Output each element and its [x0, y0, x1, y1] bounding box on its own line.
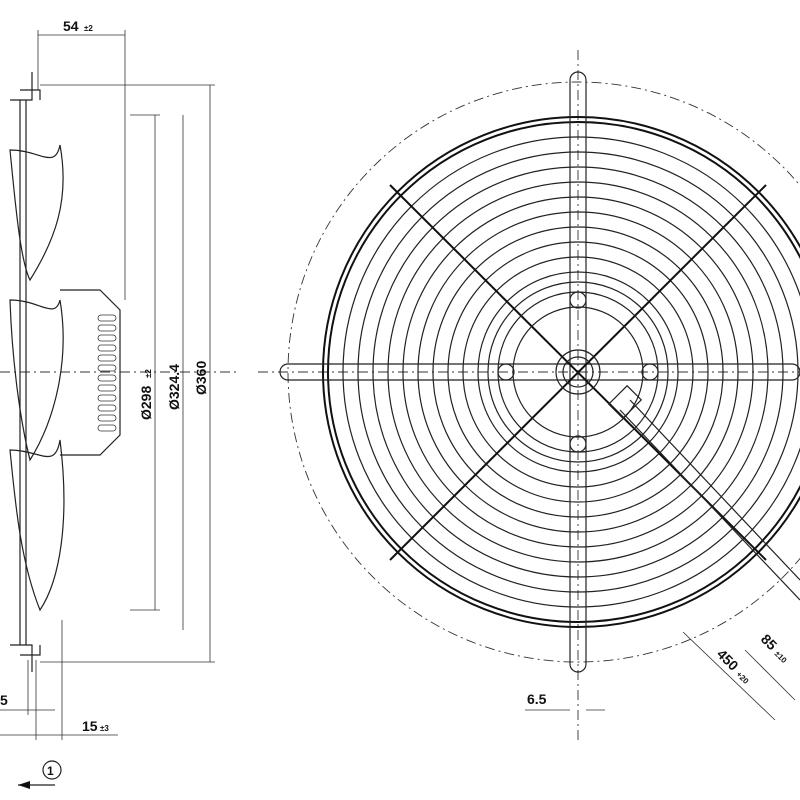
hole-label: 6.5 — [527, 691, 547, 707]
motor-rib — [97, 354, 117, 362]
cable-length-label: 450 — [714, 646, 742, 674]
motor-rib — [97, 364, 117, 372]
motor-rib — [97, 414, 117, 422]
guard-ring — [327, 121, 800, 623]
motor-rib — [97, 394, 117, 402]
flange-label: 5 — [0, 692, 8, 708]
motor-rib — [97, 314, 117, 322]
d-inner-label: Ø298 — [138, 386, 154, 420]
d-inner-tol: ±2 — [144, 369, 153, 378]
motor-rib — [97, 424, 117, 432]
guard-ring — [372, 166, 784, 578]
front-view — [258, 50, 800, 740]
d-ring-label: Ø324.4 — [166, 364, 182, 410]
view-marker-circle — [42, 760, 62, 780]
motor-rib — [97, 404, 117, 412]
motor-rib — [97, 374, 117, 382]
guard-ring — [417, 211, 739, 533]
depth-label: 54 — [63, 18, 79, 34]
guard-ring — [402, 196, 754, 548]
guard-ring — [447, 241, 709, 503]
cable-strip-tol: ±10 — [773, 649, 789, 665]
guard-ring — [432, 226, 724, 518]
offset-label: 15 — [82, 718, 98, 734]
motor-rib — [97, 384, 117, 392]
guard-ring — [342, 136, 800, 608]
d-outer-label: Ø360 — [193, 361, 209, 395]
guard-ring — [477, 271, 679, 473]
depth-tol: ±2 — [84, 24, 93, 33]
guard-ring — [387, 181, 769, 563]
motor-rib — [97, 344, 117, 352]
guard-ring — [487, 281, 669, 463]
side-view — [0, 30, 240, 789]
motor-rib — [97, 334, 117, 342]
offset-tol: ±3 — [100, 724, 109, 733]
view-marker: 1 — [47, 764, 54, 778]
guard-ring — [357, 151, 799, 593]
motor-rib — [97, 324, 117, 332]
guard-ring — [462, 256, 694, 488]
guard-ring — [322, 116, 800, 628]
